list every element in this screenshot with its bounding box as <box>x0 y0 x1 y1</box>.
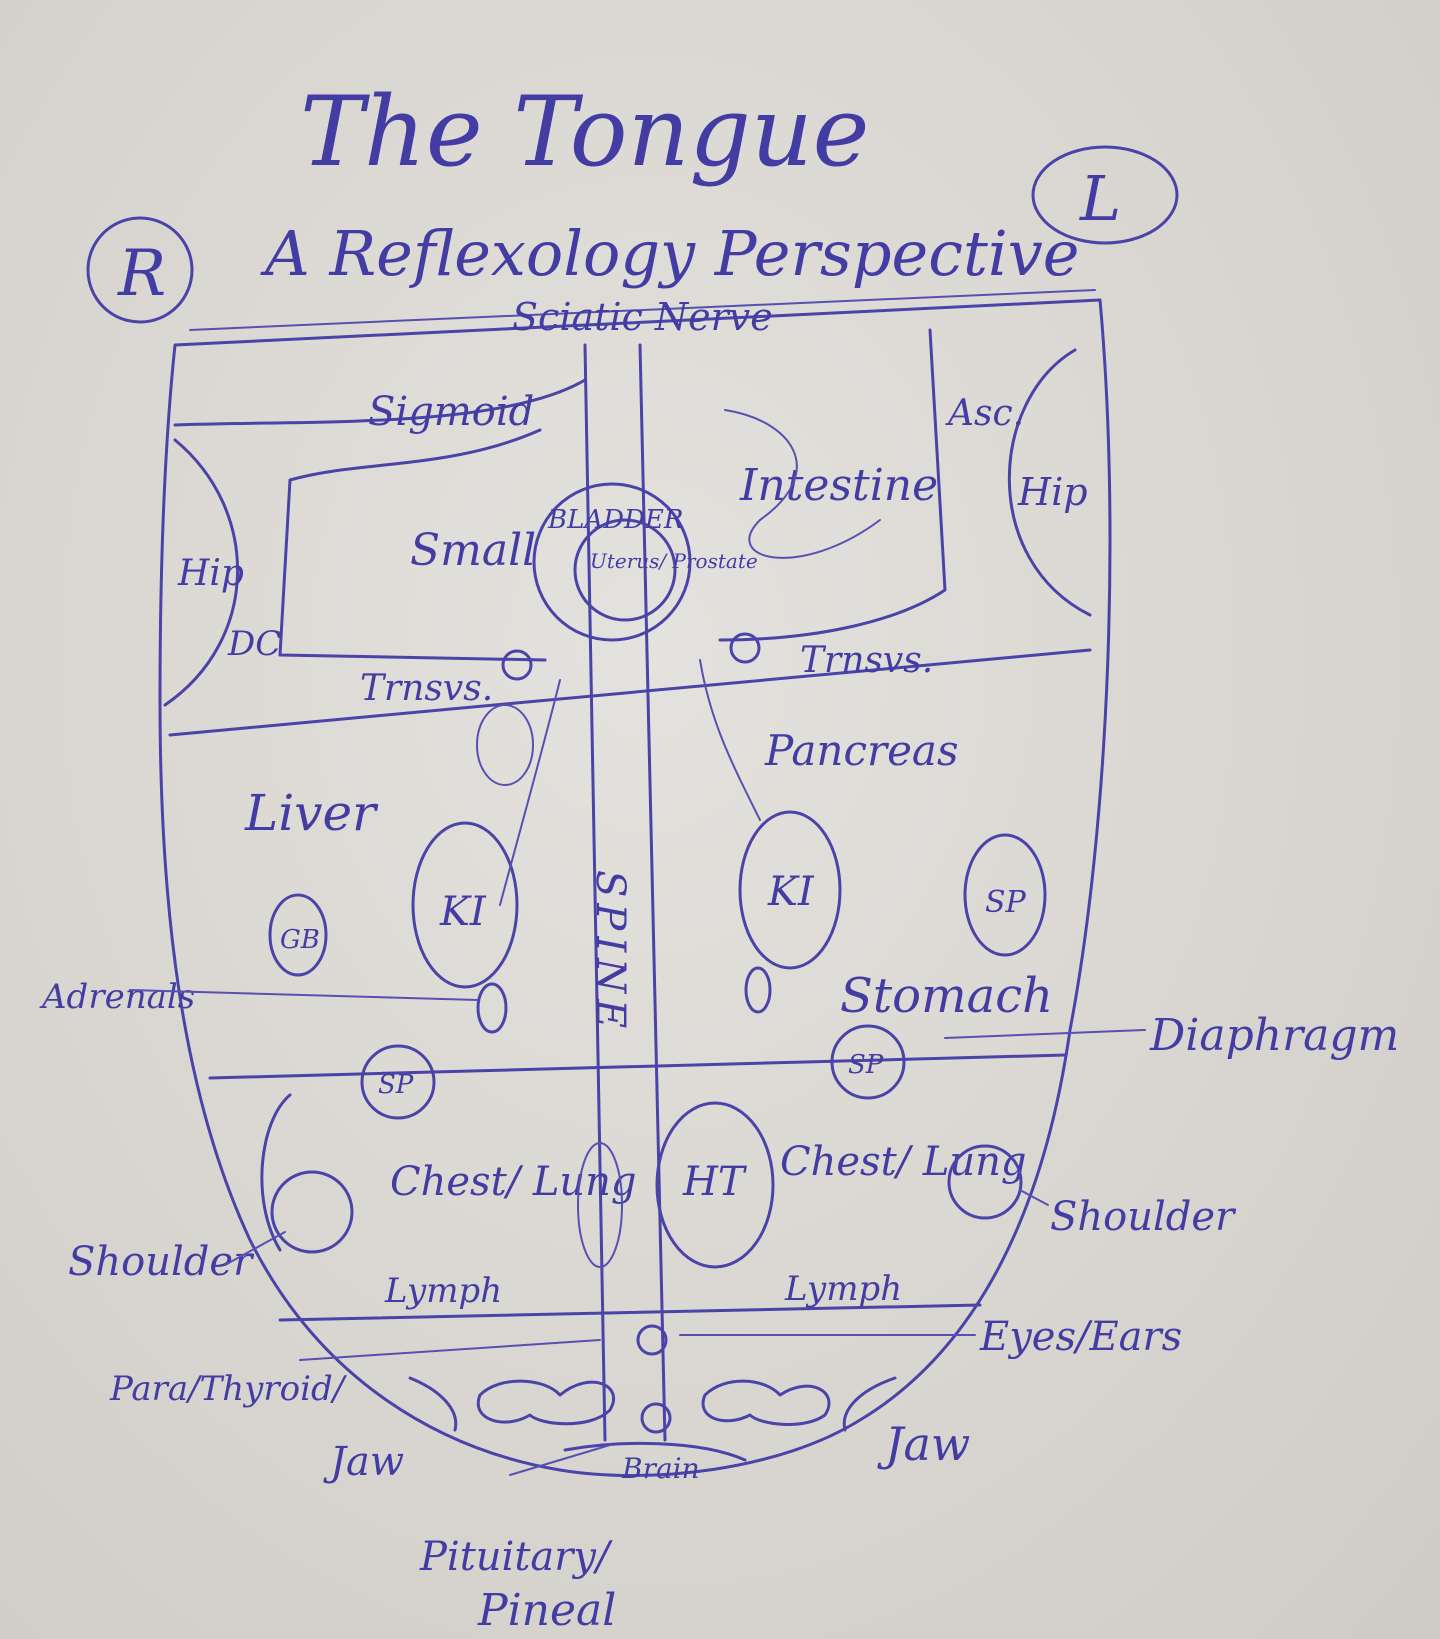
adrenals-label: Adrenals <box>39 977 195 1017</box>
subtitle: A Reflexology Perspective <box>260 217 1079 290</box>
shoulder-right-label: Shoulder <box>68 1239 255 1285</box>
diaphragm-divider <box>208 1053 1067 1080</box>
small-intestine-box-right <box>278 428 547 662</box>
kidney-right-ureter <box>499 679 561 906</box>
kidney-left-oval <box>738 810 842 970</box>
sp-left-circle <box>830 1024 906 1100</box>
jaw-left-label: Jaw <box>877 1417 970 1471</box>
left-side-circle <box>1031 145 1179 245</box>
lymph-divider <box>278 1303 982 1322</box>
intestine-squiggle <box>724 409 881 559</box>
liver-label: Liver <box>244 784 379 842</box>
bladder-label: BLADDER <box>547 505 683 535</box>
spine-label: SPINE <box>587 870 633 1034</box>
thyroid-right-lobes <box>476 1379 616 1426</box>
jaw-right-label: Jaw <box>323 1439 404 1485</box>
spine-line-right <box>638 343 667 1442</box>
lymph-left-label: Lymph <box>784 1269 902 1309</box>
transverse-left-label: Trnsvs. <box>800 640 933 681</box>
sigmoid-line <box>173 378 587 427</box>
right-side-circle <box>86 216 194 324</box>
stomach-label: Stomach <box>840 968 1053 1024</box>
uterus-prostate-label: Uterus/ Prostate <box>590 549 758 573</box>
lymph-right-label: Lymph <box>384 1271 502 1311</box>
pituitary-dot <box>640 1402 672 1434</box>
hip-left-zone <box>1007 348 1092 617</box>
brain-label: Brain <box>621 1452 700 1485</box>
top-edge-line <box>189 289 1096 331</box>
intestine-box-left <box>718 328 947 642</box>
heart-label: HT <box>682 1159 748 1205</box>
descending-colon-label: DC <box>227 624 281 664</box>
sp-right-label: SP <box>378 1070 414 1100</box>
spine-line-left <box>583 343 607 1442</box>
diaphragm-pointer <box>944 1029 1146 1039</box>
eyes-ears-label: Eyes/Ears <box>979 1314 1182 1360</box>
heart-oval <box>655 1101 775 1269</box>
kidney-left-ureter <box>699 659 761 821</box>
hip-right-zone <box>163 438 240 707</box>
hip-right-label: Hip <box>177 553 244 594</box>
chest-right-bracket <box>260 1093 292 1252</box>
intestine-label: Intestine <box>739 460 938 511</box>
uterus-prostate-circle <box>573 518 677 622</box>
pituitary-pointer <box>509 1444 611 1476</box>
kidney-right-label: KI <box>439 889 487 935</box>
diaphragm-label: Diaphragm <box>1149 1010 1399 1061</box>
kidney-right-oval <box>411 821 519 989</box>
gallbladder-label: GB <box>280 925 320 955</box>
sciatic-nerve-label: Sciatic Nerve <box>512 295 773 339</box>
shoulder-right-circle <box>270 1170 354 1254</box>
para-thyroid-pointer <box>299 1339 601 1361</box>
heart-right-lobe <box>577 1142 623 1268</box>
right-side-marker: R <box>117 237 166 311</box>
shoulder-left-circle <box>947 1144 1023 1220</box>
transverse-right-label: Trnsvs. <box>360 668 493 709</box>
thyroid-left-lobes <box>701 1379 831 1426</box>
small-intestine-label: Small <box>410 525 536 576</box>
ascending-colon-label: Asc. <box>945 393 1024 434</box>
duodenum-oval <box>476 704 534 786</box>
liver-divider <box>168 648 1092 737</box>
kidney-left-label: KI <box>767 869 815 915</box>
sigmoid-label: Sigmoid <box>368 389 534 435</box>
pancreas-label: Pancreas <box>764 726 959 775</box>
shoulder-left-pointer <box>1019 1189 1049 1206</box>
title: The Tongue <box>300 76 869 188</box>
brain-zone <box>563 1441 747 1462</box>
shoulder-right-pointer <box>224 1231 286 1266</box>
spleen-label: SP <box>985 885 1027 920</box>
adrenals-pointer <box>129 989 479 1001</box>
bladder-circle <box>532 482 692 642</box>
pituitary-pineal-line1: Pituitary/ <box>419 1534 613 1580</box>
tongue-outline <box>158 298 1112 1478</box>
jaw-left-mark <box>842 1376 897 1432</box>
chest-lung-right-label: Chest/ Lung <box>390 1159 637 1205</box>
adrenal-right-oval <box>476 982 508 1034</box>
jaw-right-mark <box>408 1376 458 1432</box>
gallbladder-oval <box>268 893 328 977</box>
transverse-right-dot <box>501 649 533 681</box>
pituitary-pineal-line2: Pineal <box>477 1585 616 1636</box>
spleen-oval <box>963 833 1047 957</box>
sp-right-circle <box>360 1044 436 1120</box>
transverse-left-dot <box>729 632 761 664</box>
adrenal-left-oval <box>744 966 772 1014</box>
hip-left-label: Hip <box>1017 470 1088 514</box>
left-side-marker: L <box>1079 162 1121 235</box>
shoulder-left-label: Shoulder <box>1050 1194 1237 1240</box>
eyes-ears-dot <box>636 1324 668 1356</box>
sp-left-label: SP <box>848 1050 884 1080</box>
para-thyroid-label: Para/Thyroid/ <box>109 1369 348 1409</box>
